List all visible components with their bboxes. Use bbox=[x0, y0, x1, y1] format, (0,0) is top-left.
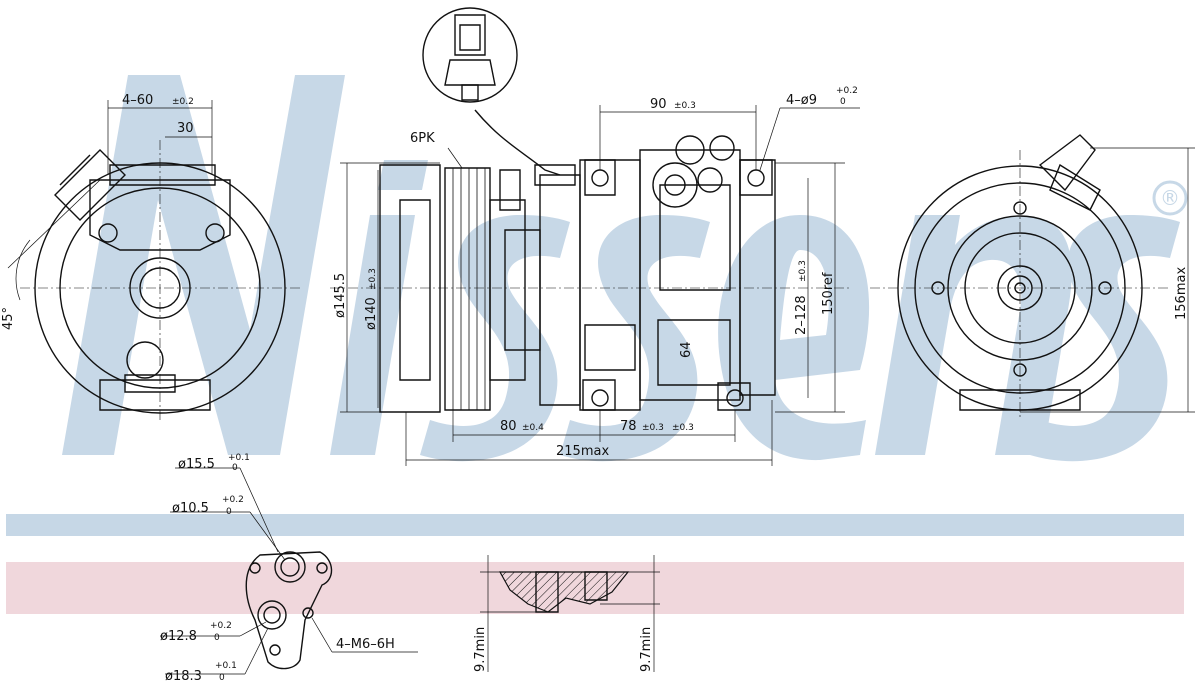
dim-len-215: 215max bbox=[556, 444, 609, 459]
dim-offset-30: 30 bbox=[177, 121, 194, 136]
dim-bolt-spacing-tol: ±0.2 bbox=[172, 97, 194, 107]
dim-port-18-3-dn: 0 bbox=[219, 673, 225, 683]
dim-dia-156: 156max bbox=[1174, 267, 1189, 320]
dim-len-78-tol2: ±0.3 bbox=[672, 423, 694, 433]
port-flange-detail: ø15.5 +0.1 0 ø10.5 +0.2 0 ø12.8 +0.2 0 ø… bbox=[160, 453, 418, 684]
dim-len-78-tol: ±0.3 bbox=[642, 423, 664, 433]
section-detail: 9.7min 9.7min bbox=[473, 555, 660, 672]
dim-port-12-8-dn: 0 bbox=[214, 633, 220, 643]
dim-dia-145-5: ø145.5 bbox=[333, 273, 348, 318]
dim-holes-4x9: 4–ø9 bbox=[786, 93, 817, 108]
dim-port-12-8: ø12.8 bbox=[160, 629, 197, 644]
dim-holes-4x9-tol-dn: 0 bbox=[840, 97, 846, 107]
dim-len-80-tol: ±0.4 bbox=[522, 423, 544, 433]
dim-port-18-3: ø18.3 bbox=[165, 669, 202, 684]
dim-holes-4x9-tol-up: +0.2 bbox=[836, 86, 858, 96]
dim-thread: 4–M6–6H bbox=[336, 637, 395, 652]
dim-port-10-5-dn: 0 bbox=[226, 507, 232, 517]
dim-mount-90-tol: ±0.3 bbox=[674, 101, 696, 111]
dim-port-10-5-up: +0.2 bbox=[222, 495, 244, 505]
dim-angle-45: 45° bbox=[1, 307, 16, 330]
dim-dia-140: ø140 bbox=[364, 297, 379, 330]
belt-label: 6PK bbox=[410, 131, 435, 146]
dim-depth-64: 64 bbox=[679, 341, 694, 358]
dim-dia-140-tol: ±0.3 bbox=[368, 268, 378, 290]
left-front-view: 4–60 ±0.2 30 45° bbox=[1, 93, 300, 420]
watermark-logo: ® bbox=[62, 75, 1188, 462]
registered-mark: ® bbox=[1160, 186, 1180, 210]
dim-port-18-3-up: +0.1 bbox=[215, 661, 237, 671]
dim-bolt-spacing-top: 4–60 bbox=[122, 93, 153, 108]
dim-port-10-5: ø10.5 bbox=[172, 501, 209, 516]
dim-len-78: 78 bbox=[620, 419, 637, 434]
dim-depth-min-right: 9.7min bbox=[639, 627, 654, 672]
dim-height-128-tol: ±0.3 bbox=[798, 260, 808, 282]
right-rear-view: 156max bbox=[870, 134, 1195, 420]
dim-port-15-5-dn: 0 bbox=[232, 463, 238, 473]
dim-mount-90: 90 bbox=[650, 97, 667, 112]
blue-band bbox=[6, 514, 1184, 536]
dim-port-12-8-up: +0.2 bbox=[210, 621, 232, 631]
dim-len-80: 80 bbox=[500, 419, 517, 434]
center-side-view: ø145.5 ø140 ±0.3 6PK 90 ±0.3 4–ø9 +0.2 0… bbox=[330, 7, 860, 466]
dim-depth-min-left: 9.7min bbox=[473, 627, 488, 672]
dim-height-128: 2–128 bbox=[794, 295, 809, 335]
dim-port-15-5-up: +0.1 bbox=[228, 453, 250, 463]
dim-height-150: 150ref bbox=[821, 272, 836, 315]
dim-port-15-5: ø15.5 bbox=[178, 457, 215, 472]
